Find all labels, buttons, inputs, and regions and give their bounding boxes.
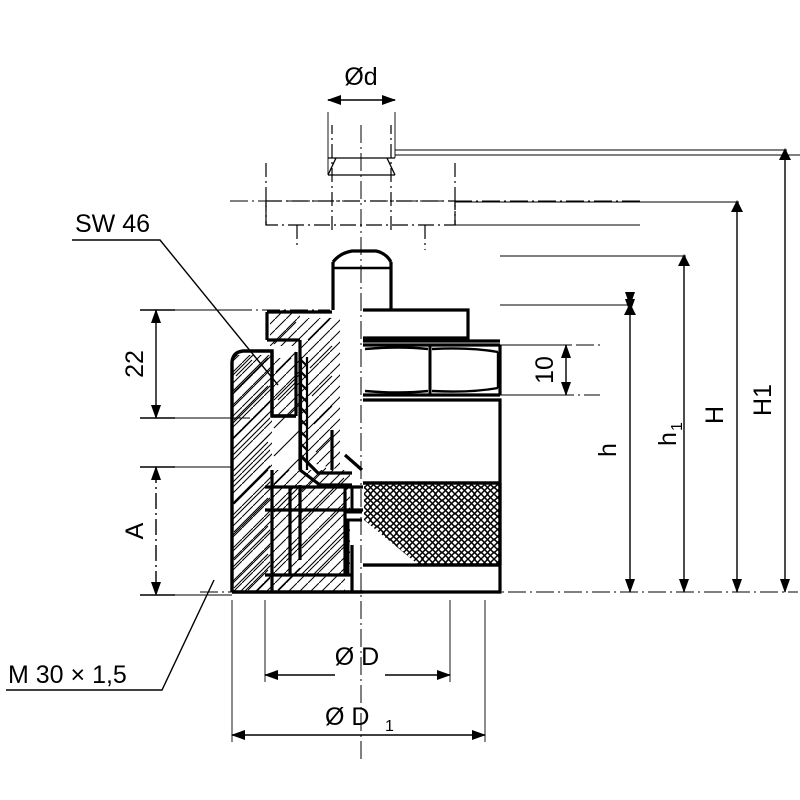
label-phi-D: Ø D <box>335 643 379 671</box>
phantom-dash-extras <box>265 125 456 250</box>
label-thread: M 30 × 1,5 <box>8 661 127 689</box>
svg-text:1: 1 <box>669 422 686 431</box>
section-hatch-overlay-2 <box>273 373 301 591</box>
section-hatch-overlay-3 <box>273 317 345 577</box>
label-H: H <box>701 406 729 424</box>
label-h: h <box>594 443 622 457</box>
label-h1: h 1 <box>654 422 686 446</box>
label-phi-d: Ød <box>344 63 377 91</box>
label-H1: H1 <box>749 384 777 416</box>
label-phi-D1: Ø D 1 <box>325 703 394 735</box>
dim-ticks <box>140 309 175 596</box>
label-10: 10 <box>531 356 559 384</box>
knurl-frame <box>363 481 502 567</box>
centre-bore <box>343 487 362 576</box>
label-A: A <box>121 522 149 539</box>
hex-nut <box>363 343 502 397</box>
upper-screw-head-sketch <box>327 157 396 176</box>
section-hatch-overlay <box>233 357 269 591</box>
label-22: 22 <box>121 350 149 378</box>
bolt-shank <box>331 249 393 310</box>
label-sw46: SW 46 <box>75 210 150 238</box>
leader-lines <box>6 239 279 691</box>
dimension-lines <box>151 95 791 740</box>
phantom-plate-outline <box>265 200 456 226</box>
svg-text:1: 1 <box>385 718 394 735</box>
svg-text:Ø D: Ø D <box>325 703 369 731</box>
inner-plate <box>265 485 363 592</box>
svg-text:h: h <box>654 432 682 446</box>
collar-section <box>270 310 300 346</box>
knurled-band <box>364 484 499 566</box>
thread-profile <box>299 357 309 470</box>
upper-washer <box>363 308 500 343</box>
projection-lines <box>156 112 800 742</box>
dimension-text: Ød SW 46 22 A 10 M 30 × 1,5 h h 1 H H1 Ø… <box>8 63 777 735</box>
